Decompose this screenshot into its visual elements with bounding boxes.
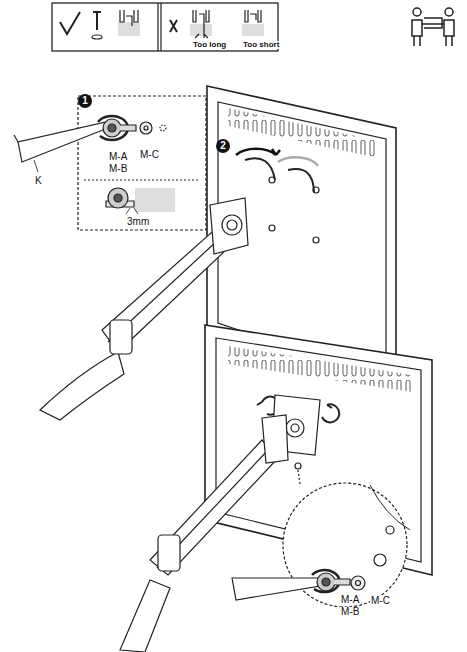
detail-inset [78, 96, 206, 230]
part-label: M-C [139, 150, 160, 160]
screw-detail [14, 116, 175, 214]
part-label: K [34, 176, 43, 186]
part-label: M-B [108, 164, 128, 174]
callout-disc [78, 94, 92, 108]
screw-note: Too long [192, 41, 227, 49]
callout-number: 1 [82, 96, 88, 106]
monitor-arm-bottom [120, 415, 288, 652]
part-label: M-C [370, 596, 391, 606]
dimension-label: 3mm [126, 217, 150, 227]
two-person-icon [412, 8, 454, 46]
part-label: M-B [340, 607, 360, 617]
part-label: M-A [340, 595, 360, 605]
inset-divider [84, 179, 200, 180]
callout-number: 2 [220, 141, 226, 151]
screw-note: Too short [242, 41, 280, 49]
part-label: M-A [108, 152, 128, 162]
callout-disc [216, 139, 230, 153]
leader-line [298, 470, 300, 484]
screw-detail-bottom [232, 485, 410, 600]
